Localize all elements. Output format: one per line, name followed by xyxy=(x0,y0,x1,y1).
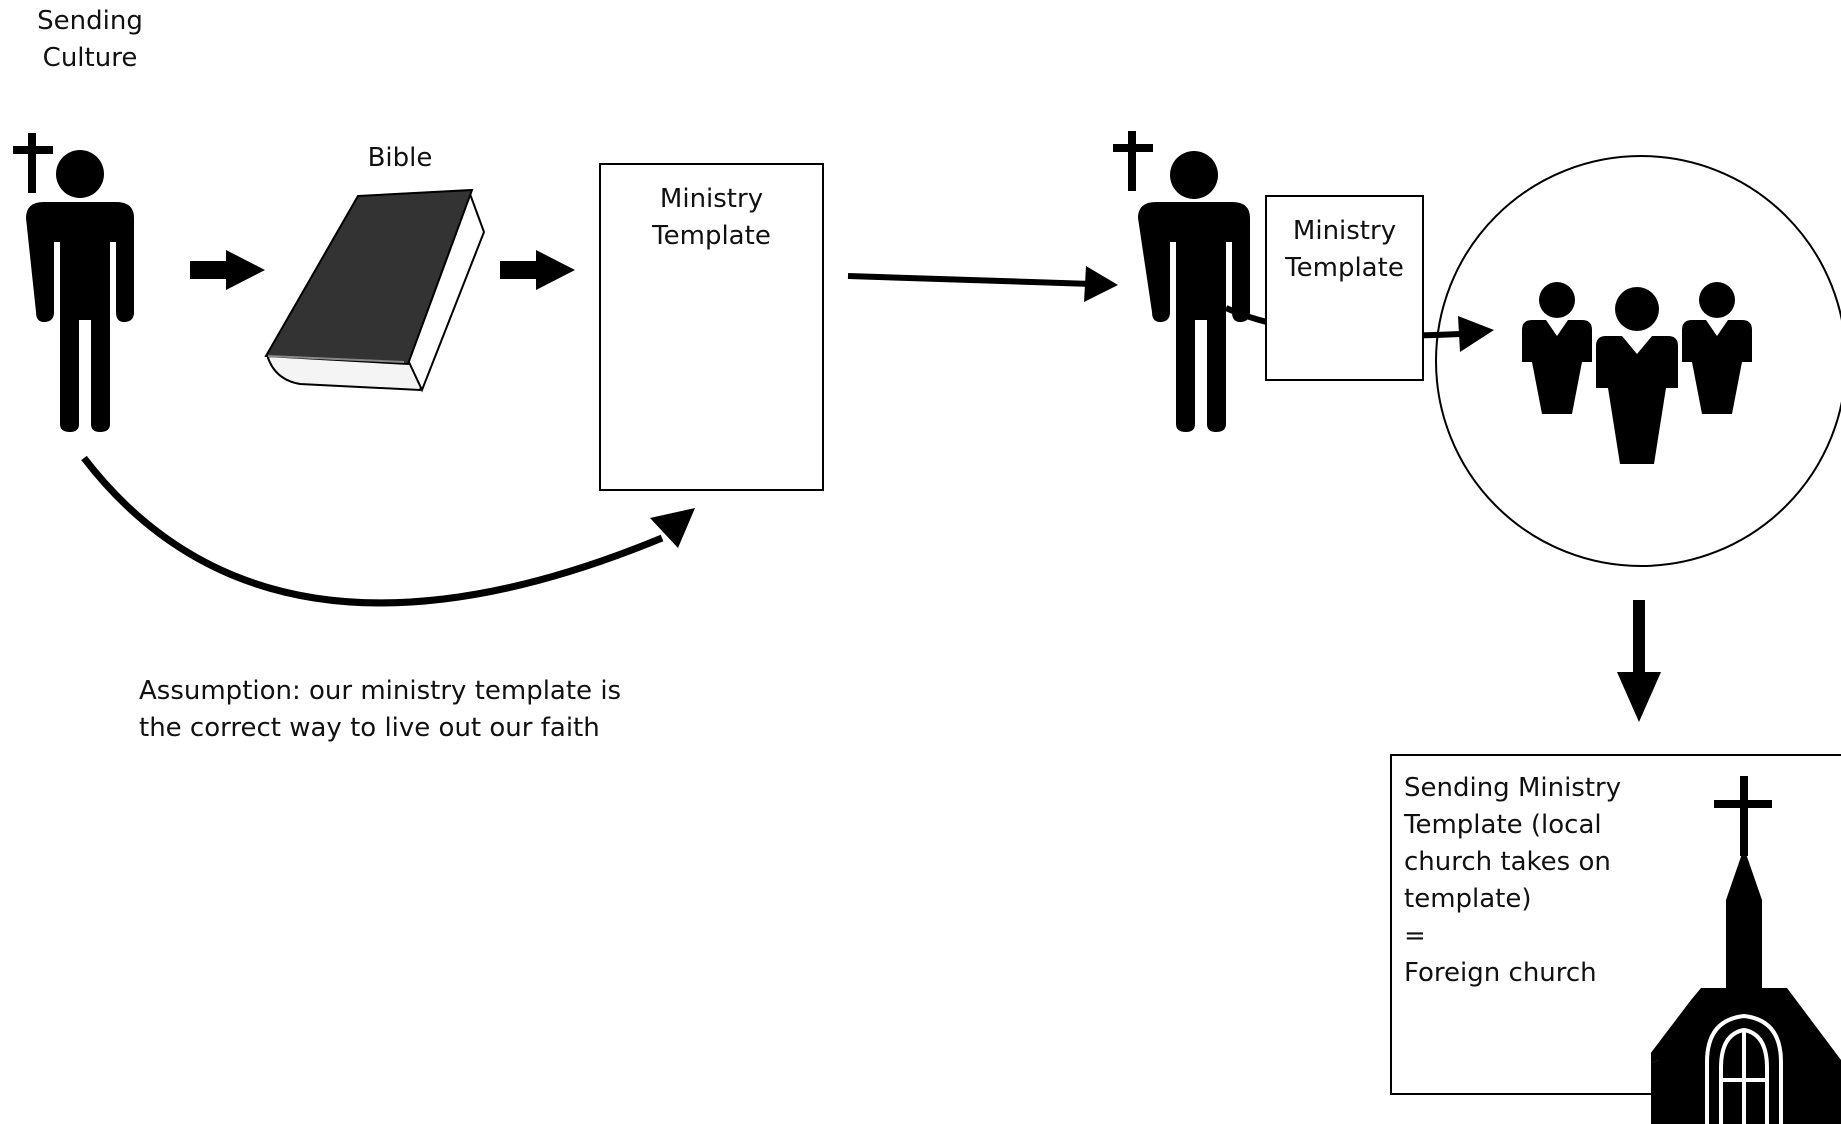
arrow-template-to-missionary-2-head xyxy=(1084,266,1118,302)
arrow-template-to-missionary-2 xyxy=(847,273,1093,287)
people-group-icon xyxy=(1522,282,1752,464)
arrow-person-to-bible xyxy=(190,250,265,290)
down-arrow-shaft xyxy=(1633,600,1645,678)
bible-icon xyxy=(264,188,486,393)
sending-culture-label: Sending Culture xyxy=(37,6,143,73)
ministry-template-label-1: Ministry Template xyxy=(652,184,771,251)
ministry-template-label-2: Ministry Template xyxy=(1285,216,1404,283)
local-culture-circle xyxy=(1435,155,1841,567)
assumption-curve-arrow-head xyxy=(650,508,695,548)
church-icon xyxy=(1651,776,1841,1124)
down-arrow-head xyxy=(1617,672,1661,722)
ministry-template-box-1: Ministry Template xyxy=(599,163,824,491)
missionary-2-icon xyxy=(1113,131,1250,432)
arrow-missionary-to-people-head xyxy=(1458,316,1494,352)
assumption-text: Assumption: our ministry template is the… xyxy=(139,676,622,743)
missionary-1-icon xyxy=(13,133,134,432)
assumption-curve-arrow xyxy=(81,455,664,607)
bible-label: Bible xyxy=(367,143,433,173)
result-text: Sending Ministry Template (local church … xyxy=(1404,773,1622,988)
ministry-template-box-2: Ministry Template xyxy=(1265,195,1424,381)
arrow-bible-to-template xyxy=(500,250,575,290)
